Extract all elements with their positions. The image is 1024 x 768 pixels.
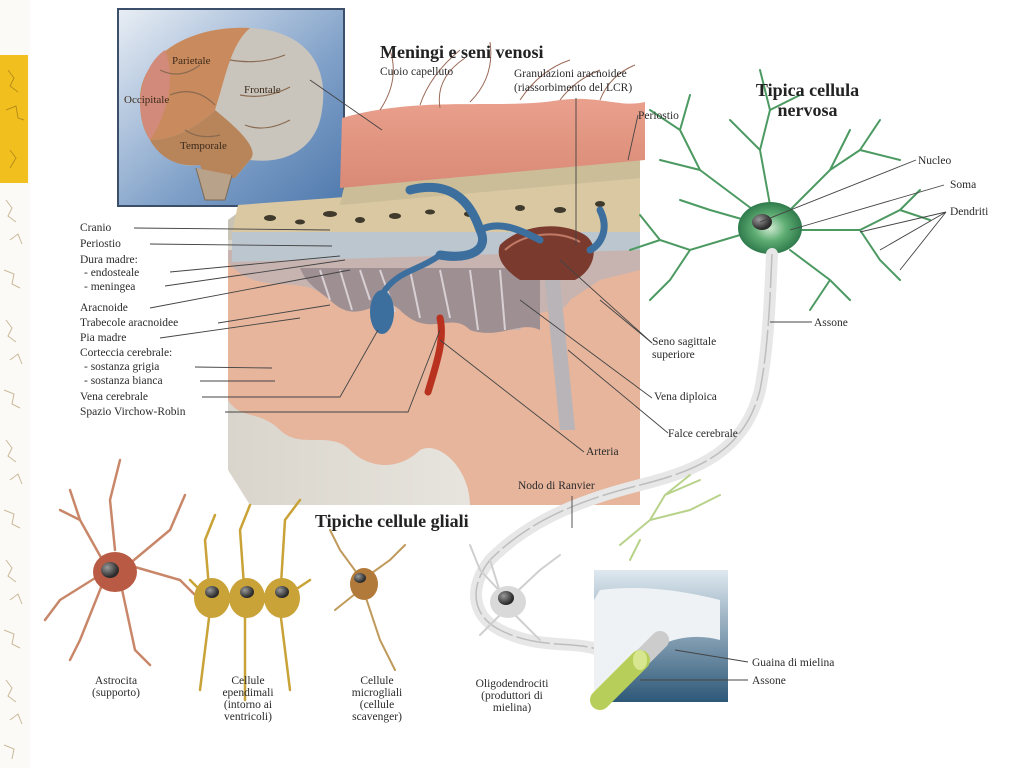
brain-label-frontal: Frontale — [244, 84, 281, 96]
microglial-cell — [329, 529, 406, 671]
brain-label-parietal: Parietale — [172, 55, 211, 67]
label-pia-mater: Pia madre — [80, 332, 127, 344]
label-cerebral-cortex: Corteccia cerebrale: — [80, 347, 173, 359]
label-astrocyte: Astrocita (supporto) — [66, 675, 166, 699]
label-oligodendrocytes: Oligodendrociti (produttori di mielina) — [452, 678, 572, 714]
label-cranium: Cranio — [80, 222, 112, 234]
label-superior-sagittal-sinus: Seno sagittale superiore — [652, 336, 717, 361]
oligodendrocyte-name: Oligodendrociti — [475, 678, 549, 690]
label-virchow-robin-space: Spazio Virchow-Robin — [80, 406, 186, 418]
oligodendrocyte-note: (produttori di mielina) — [481, 690, 543, 714]
brain-label-temporal: Temporale — [180, 140, 227, 152]
ependymal-name: Cellule ependimali — [222, 675, 274, 699]
label-gray-matter: - sostanza grigia — [84, 361, 160, 373]
glial-cells — [43, 458, 561, 702]
astrocyte-name: Astrocita — [94, 675, 138, 687]
label-white-matter: - sostanza bianca — [84, 375, 163, 387]
label-myelin-sheath: Guaina di mielina — [752, 657, 835, 669]
label-arachnoid-trabeculae: Trabecole aracnoidee — [80, 317, 179, 329]
meninges-title: Meningi e seni venosi — [380, 42, 544, 62]
ependymal-cells — [188, 498, 312, 702]
label-dura-endosteal: - endosteale — [84, 267, 140, 279]
label-dendrites: Dendriti — [950, 206, 989, 218]
side-pattern — [3, 69, 25, 760]
leader-lines — [133, 79, 947, 681]
label-periosteum: Periostio — [80, 238, 121, 250]
astrocyte-cell — [43, 458, 202, 667]
label-falx-cerebri: Falce cerebrale — [668, 428, 738, 440]
label-arachnoid: Aracnoide — [80, 302, 128, 314]
label-ependymal-cells: Cellule ependimali (intorno ai ventricol… — [198, 675, 298, 723]
label-nucleus: Nucleo — [918, 155, 952, 167]
label-granulations-note: (riassorbimento del LCR) — [514, 82, 633, 94]
label-dura-meningeal: - meningea — [84, 281, 136, 293]
glia-title: Tipiche cellule gliali — [315, 511, 469, 531]
brain-label-occipital: Occipitale — [124, 94, 170, 106]
oligodendrocyte-cell — [469, 544, 561, 641]
label-node-of-ranvier: Nodo di Ranvier — [518, 480, 595, 492]
astrocyte-note: (supporto) — [92, 687, 140, 699]
label-periosteum-top: Periostio — [638, 110, 679, 122]
label-artery: Arteria — [586, 446, 619, 458]
brain-inset — [117, 8, 345, 207]
microglia-name: Cellule microgliali — [351, 675, 403, 699]
neuron-illustration — [470, 69, 931, 696]
label-microglial-cells: Cellule microgliali (cellule scavenger) — [332, 675, 422, 723]
neuron-title: Tipica cellula nervosa — [755, 80, 860, 120]
ependymal-note: (intorno ai ventricoli) — [223, 699, 273, 723]
label-soma: Soma — [950, 179, 977, 191]
label-cerebral-vein: Vena cerebrale — [80, 391, 148, 403]
label-scalp: Cuoio capelluto — [380, 66, 454, 78]
microglia-note: (cellule scavenger) — [352, 699, 402, 723]
label-arachnoid-granulations: Granulazioni aracnoidee — [514, 68, 627, 80]
label-myelin-axon: Assone — [752, 675, 786, 687]
label-dura-mater: Dura madre: — [80, 254, 138, 266]
label-diploic-vein: Vena diploica — [654, 391, 717, 403]
label-axon: Assone — [814, 317, 848, 329]
myelin-inset — [590, 570, 728, 710]
meninges-block — [228, 41, 645, 505]
